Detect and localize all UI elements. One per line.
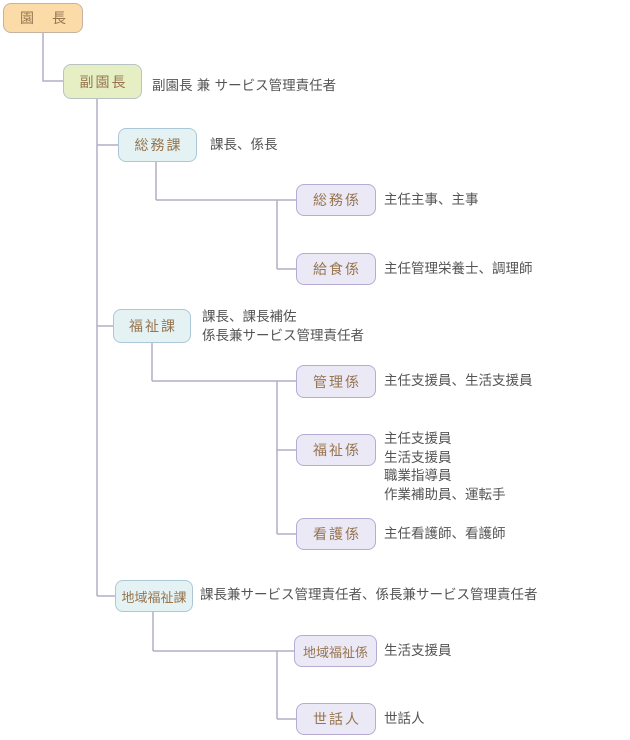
node-catering-section: 給食係 — [296, 253, 376, 285]
node-community-welfare-section-label: 地域福祉係 — [302, 645, 368, 661]
desc-community-welfare-section: 生活支援員 — [384, 643, 452, 659]
node-deputy-director-label: 副園長 — [79, 74, 128, 91]
node-general-affairs-section-label: 総務係 — [313, 193, 361, 209]
desc-general-affairs-section: 主任主事、主事 — [384, 192, 479, 208]
node-community-welfare-division-label: 地域福祉課 — [121, 590, 187, 606]
node-deputy-director: 副園長 — [63, 64, 142, 99]
node-welfare-section-label: 福祉係 — [313, 443, 361, 459]
node-nursing-section-label: 看護係 — [313, 527, 361, 543]
node-welfare-division: 福祉課 — [113, 309, 191, 343]
desc-admin-section: 主任支援員、生活支援員 — [384, 373, 533, 389]
node-caretaker-label: 世話人 — [313, 712, 361, 728]
node-community-welfare-section: 地域福祉係 — [294, 635, 377, 667]
node-catering-section-label: 給食係 — [313, 262, 361, 278]
node-admin-section-label: 管理係 — [313, 374, 361, 391]
node-welfare-section: 福祉係 — [296, 434, 376, 466]
desc-nursing-section: 主任看護師、看護師 — [384, 526, 506, 542]
desc-general-affairs-division: 課長、係長 — [210, 137, 278, 153]
node-general-affairs-division: 総務課 — [118, 128, 197, 162]
node-general-affairs-division-label: 総務課 — [134, 138, 183, 154]
node-director: 園 長 — [3, 3, 83, 33]
desc-welfare-section: 主任支援員 生活支援員 職業指導員 作業補助員、運転手 — [384, 431, 506, 503]
desc-catering-section: 主任管理栄養士、調理師 — [384, 261, 533, 277]
node-director-label: 園 長 — [20, 11, 68, 27]
node-nursing-section: 看護係 — [296, 518, 376, 550]
desc-caretaker: 世話人 — [384, 711, 425, 727]
node-admin-section: 管理係 — [296, 365, 376, 398]
node-community-welfare-division: 地域福祉課 — [115, 580, 193, 612]
desc-deputy-director: 副園長 兼 サービス管理責任者 — [152, 78, 337, 94]
node-general-affairs-section: 総務係 — [296, 184, 376, 216]
desc-welfare-division: 課長、課長補佐 係長兼サービス管理責任者 — [202, 309, 364, 344]
node-welfare-division-label: 福祉課 — [129, 319, 177, 335]
desc-community-welfare-division: 課長兼サービス管理責任者、係長兼サービス管理責任者 — [200, 587, 538, 603]
node-caretaker: 世話人 — [296, 703, 376, 735]
